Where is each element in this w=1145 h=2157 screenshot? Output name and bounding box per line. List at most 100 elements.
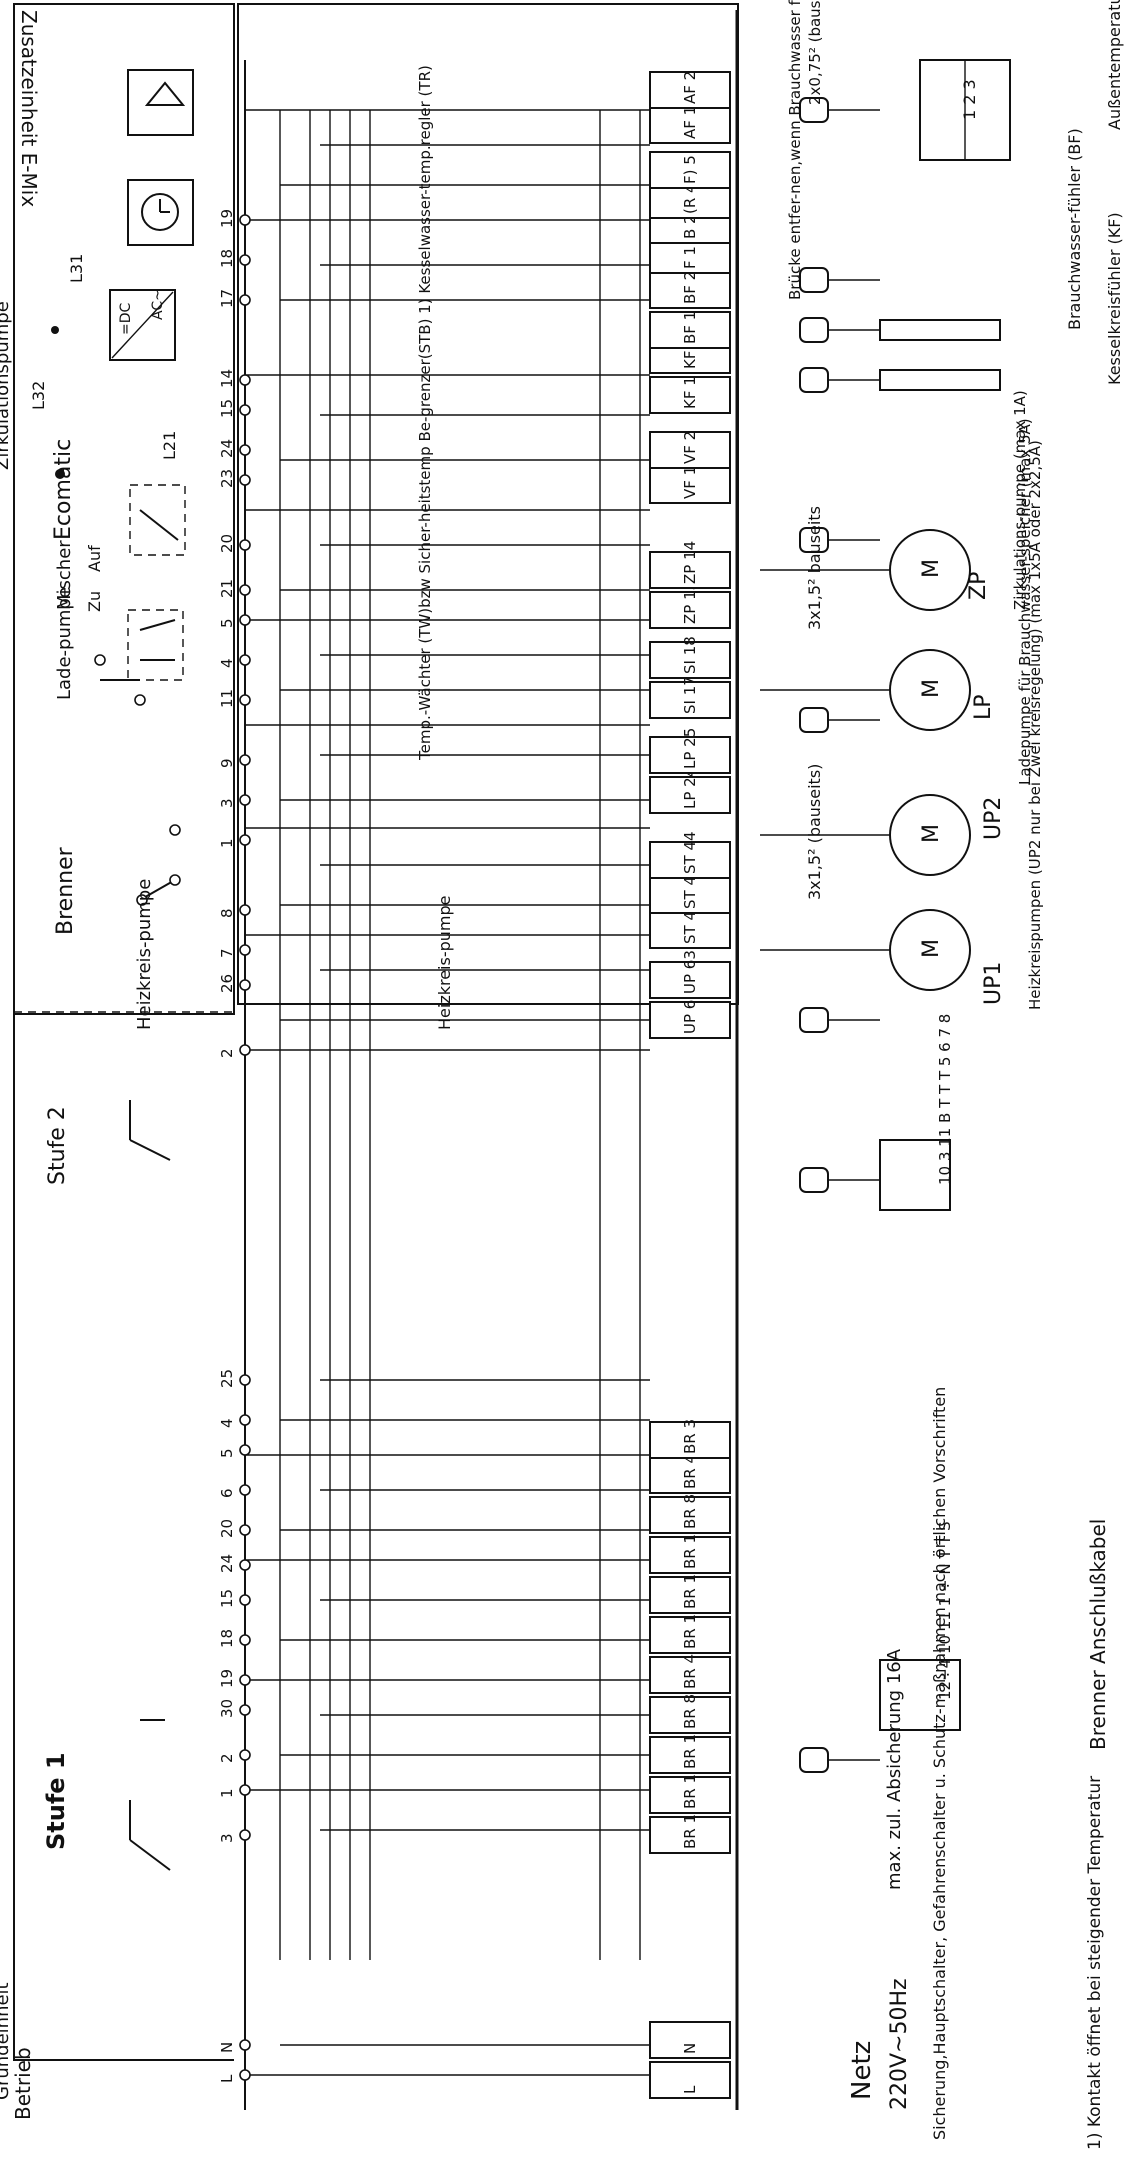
internal-terminal-23 (239, 654, 251, 666)
external-terminal-label-20: SI 17 (681, 676, 699, 714)
external-terminal-label-11: BR 4 (681, 1454, 699, 1489)
label-lp: LP (971, 694, 996, 720)
internal-terminal-11 (239, 1484, 251, 1496)
label-mischer-zu: Zu (85, 591, 104, 612)
external-terminal-9 (649, 1536, 731, 1574)
connector-3 (799, 367, 829, 393)
external-terminal-label-22: ZP 13 (681, 581, 699, 624)
triangle-device (127, 69, 194, 136)
external-terminal-0 (649, 2061, 731, 2099)
external-terminal-28 (649, 311, 731, 349)
label-ladepumpe-text: Ladepumpe für Brauchwasser-speicher (max… (1016, 418, 1034, 785)
internal-terminal-15 (239, 1044, 251, 1056)
internal-terminal-label-15: 2 (218, 1048, 236, 1058)
external-terminal-7 (649, 1616, 731, 1654)
text-layer: Zusatzeinheit E-Mix Grundeinheit Zirkula… (0, 0, 1124, 2150)
external-terminal-18 (649, 776, 731, 814)
label-temp-waechter: Temp.-Wächter (TW)bzw Sicher-heitstemp B… (416, 65, 434, 761)
label-bruecke: Brücke entfer-nen,wenn Brauchwasser fühl… (786, 0, 804, 300)
external-terminal-label-35: AF 2 (681, 71, 699, 104)
probe-0 (879, 319, 1001, 341)
external-terminal-2 (649, 1816, 731, 1854)
top-fragment-label: Zirkulationspumpe (0, 301, 13, 470)
external-terminal-label-12: BR 3 (681, 1419, 699, 1454)
internal-terminal-strip: LN31230191815242065425226781391145212023… (218, 209, 251, 2083)
label-zirk: Zirkulations-pumpe (max 1A) (1011, 390, 1029, 610)
connector-2 (799, 317, 829, 343)
internal-terminal-6 (239, 1674, 251, 1686)
label-stufe1: Stufe 1 (42, 1752, 70, 1850)
external-terminal-label-17: ST 44 (681, 831, 699, 874)
label-l21: L21 (160, 431, 179, 460)
internal-terminal-26 (239, 539, 251, 551)
external-terminal-23 (649, 551, 731, 589)
internal-terminal-28 (239, 444, 251, 456)
label-bauseits: 3x1,5² bauseits (805, 506, 824, 630)
internal-terminal-30 (239, 374, 251, 386)
external-terminal-35 (649, 71, 731, 109)
internal-terminal-label-26: 20 (218, 534, 236, 553)
external-terminal-11 (649, 1456, 731, 1494)
internal-terminal-9 (239, 1559, 251, 1571)
label-up2: UP2 (981, 797, 1006, 840)
relay-contacts (94, 484, 186, 1871)
label-zp: ZP (966, 572, 991, 600)
external-terminal-15 (649, 911, 731, 949)
internal-terminal-label-24: 5 (218, 618, 236, 628)
internal-terminal-14 (239, 1374, 251, 1386)
external-terminal-label-5: BR 8 (681, 1694, 699, 1729)
external-terminal-label-28: BF 1 (681, 311, 699, 344)
label-heizkreis: Heizkreis-pumpe (134, 879, 155, 1030)
external-terminal-label-31: B 2 (681, 214, 699, 239)
internal-terminal-label-1: N (218, 2042, 236, 2053)
external-terminal-label-18: LP 24 (681, 768, 699, 809)
external-terminal-21 (649, 641, 731, 679)
motor-letter-3: M (919, 559, 944, 578)
connector-4 (799, 1747, 829, 1773)
label-cable-3x15: 3x1,5² (bauseits) (805, 764, 824, 900)
internal-terminal-0 (239, 2069, 251, 2081)
internal-terminal-22 (239, 694, 251, 706)
main-bus (244, 10, 739, 2110)
internal-terminal-label-11: 6 (218, 1488, 236, 1498)
external-terminal-label-23: ZP 14 (681, 541, 699, 584)
external-terminal-8 (649, 1576, 731, 1614)
internal-terminal-label-14: 25 (218, 1369, 236, 1388)
internal-terminal-27 (239, 474, 251, 486)
internal-terminal-label-2: 3 (218, 1833, 236, 1843)
internal-terminal-32 (239, 254, 251, 266)
external-terminal-24 (649, 466, 731, 504)
label-l31: L31 (67, 254, 86, 283)
internal-terminal-label-28: 24 (218, 439, 236, 458)
internal-terminal-label-21: 9 (218, 758, 236, 768)
internal-terminal-7 (239, 1634, 251, 1646)
external-terminal-label-24: VF 1 (681, 466, 699, 499)
stufe1-contact (129, 1719, 171, 1871)
label-brenner-plug-b: 10 3 11 B T T T 5 6 7 8 (936, 1014, 954, 1185)
external-terminal-26 (649, 376, 731, 414)
external-terminal-10 (649, 1496, 731, 1534)
label-betrieb: Betrieb (11, 2047, 35, 2120)
label-ecomatic: Ecomatic (51, 439, 76, 540)
internal-terminal-29 (239, 404, 251, 416)
external-terminal-label-21: SI 18 (681, 636, 699, 674)
external-terminal-label-10: BR 8 (681, 1494, 699, 1529)
label-kf: Kesselkreisfühler (KF) (1105, 212, 1124, 385)
internal-terminal-label-12: 5 (218, 1448, 236, 1458)
external-terminal-20 (649, 681, 731, 719)
internal-terminal-4 (239, 1749, 251, 1761)
external-terminal-label-32: (R 4 (681, 183, 699, 214)
internal-terminal-label-5: 30 (218, 1699, 236, 1718)
external-terminal-14 (649, 961, 731, 999)
internal-terminal-25 (239, 584, 251, 596)
external-terminal-25 (649, 431, 731, 469)
motor-letter-1: M (919, 824, 944, 843)
external-terminal-label-30: F 1 (681, 246, 699, 269)
external-terminal-label-2: BR 12 (681, 1804, 699, 1849)
internal-terminal-8 (239, 1594, 251, 1606)
label-heizkreispumpen: Heizkreispumpen (UP2 nur bei Zwei kreisr… (1026, 440, 1044, 1010)
internal-terminal-label-29: 15 (218, 399, 236, 418)
internal-terminal-17 (239, 944, 251, 956)
